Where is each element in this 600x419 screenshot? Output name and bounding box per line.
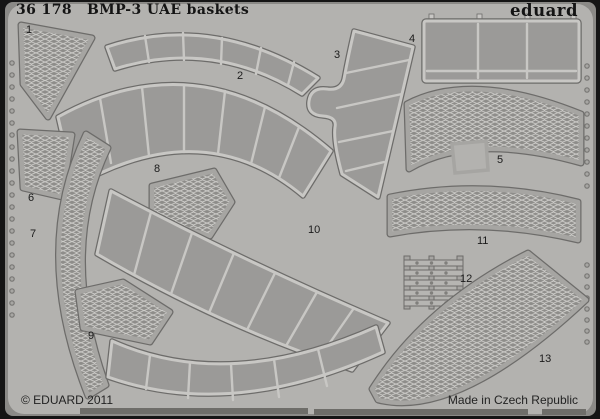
part-3-side-panel [306,28,416,200]
product-title: BMP-3 UAE baskets [86,2,250,18]
part-label-7: 7 [30,228,37,240]
part-label-10: 10 [308,224,321,236]
brand-logo-text: eduard [510,1,578,20]
part-7-mesh-band [55,130,112,400]
part-label-2: 2 [237,70,244,82]
part-label-13: 13 [539,353,552,365]
copyright-text: © EDUARD 2011 [21,393,113,407]
part-5-mesh-band [403,85,585,175]
origin-text: Made in Czech Republic [447,393,578,407]
part-label-4: 4 [409,33,416,45]
tooling-holes-right [584,63,590,345]
part-label-8: 8 [154,163,161,175]
part-label-3: 3 [334,49,341,61]
part-label-12: 12 [460,273,473,285]
part-10-rim-band [105,324,386,402]
part-13-mesh-band [368,249,590,407]
part-label-6: 6 [28,192,35,204]
part-label-9: 9 [88,330,95,342]
bottom-edge-strips [80,408,586,415]
part-1-mesh-panel [17,21,96,121]
part-label-11: 11 [477,235,489,247]
part-2-band-lower [55,81,334,199]
catalog-number: 36 178 [16,2,72,18]
sheet-header: 36 178 BMP-3 UAE baskets [16,2,249,18]
part-9-mesh-panel [74,278,174,346]
part-12-strip-set [403,255,464,310]
part-label-5: 5 [497,154,504,166]
tooling-holes-left [9,60,15,318]
part-11-mesh-band [386,185,582,244]
part-label-1: 1 [26,24,33,36]
part-2-band-upper [104,31,321,97]
part-4-frame [421,13,582,84]
strip-holes [415,261,448,305]
